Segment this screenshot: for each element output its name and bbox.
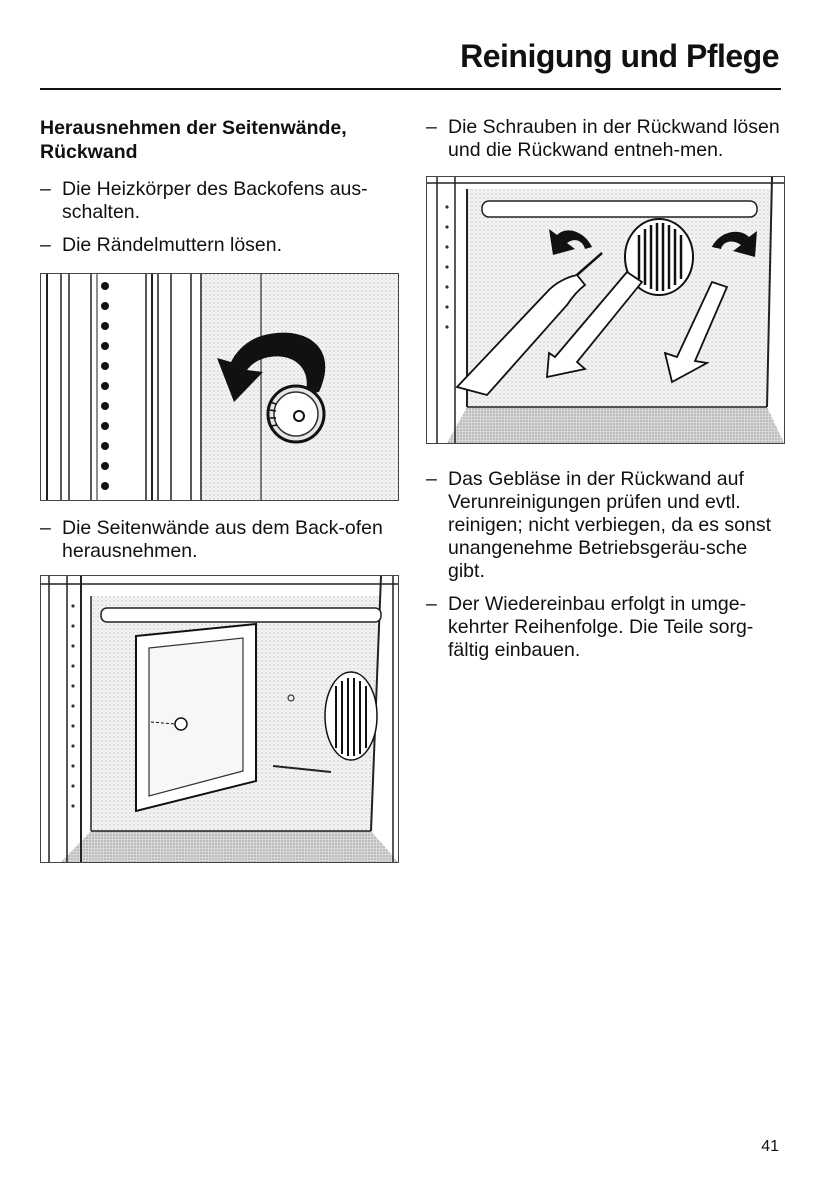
dash-marker: – <box>40 517 51 539</box>
dash-marker: – <box>426 593 437 615</box>
page-title: Reinigung und Pflege <box>460 38 779 74</box>
step-text: Die Schrauben in der Rückwand lösen und … <box>448 116 780 161</box>
step-text: Die Seitenwände aus dem Back-ofen heraus… <box>62 517 383 562</box>
step-loosen-screws: – Die Schrauben in der Rückwand lösen un… <box>426 116 786 162</box>
step-check-fan: – Das Gebläse in der Rückwand auf Verunr… <box>426 468 786 583</box>
step-switch-off: – Die Heizkörper des Backofens aus-schal… <box>40 178 400 224</box>
step-text: Die Heizkörper des Backofens aus-schalte… <box>62 178 368 223</box>
knurled-nut-rotate-icon <box>40 273 399 501</box>
header-rule <box>40 88 781 90</box>
dash-marker: – <box>40 178 51 200</box>
step-text: Das Gebläse in der Rückwand auf Verunrei… <box>448 468 772 582</box>
dash-marker: – <box>426 116 437 138</box>
step-reassemble: – Der Wiedereinbau erfolgt in umge-kehrt… <box>426 593 786 662</box>
step-remove-side-walls: – Die Seitenwände aus dem Back-ofen hera… <box>40 517 400 563</box>
side-wall-removal-icon <box>40 575 399 863</box>
left-column: Herausnehmen der Seitenwände, Rückwand –… <box>40 116 400 863</box>
right-column: – Die Schrauben in der Rückwand lösen un… <box>426 116 786 672</box>
step-text: Die Rändelmuttern lösen. <box>62 234 283 256</box>
rear-wall-screws-icon <box>426 176 785 444</box>
page-number: 41 <box>761 1138 779 1155</box>
section-heading: Herausnehmen der Seitenwände, Rückwand <box>40 117 347 163</box>
dash-marker: – <box>426 468 437 490</box>
step-text: Der Wiedereinbau erfolgt in umge-kehrter… <box>448 593 754 661</box>
step-loosen-nuts: – Die Rändelmuttern lösen. <box>40 234 400 257</box>
dash-marker: – <box>40 234 51 256</box>
